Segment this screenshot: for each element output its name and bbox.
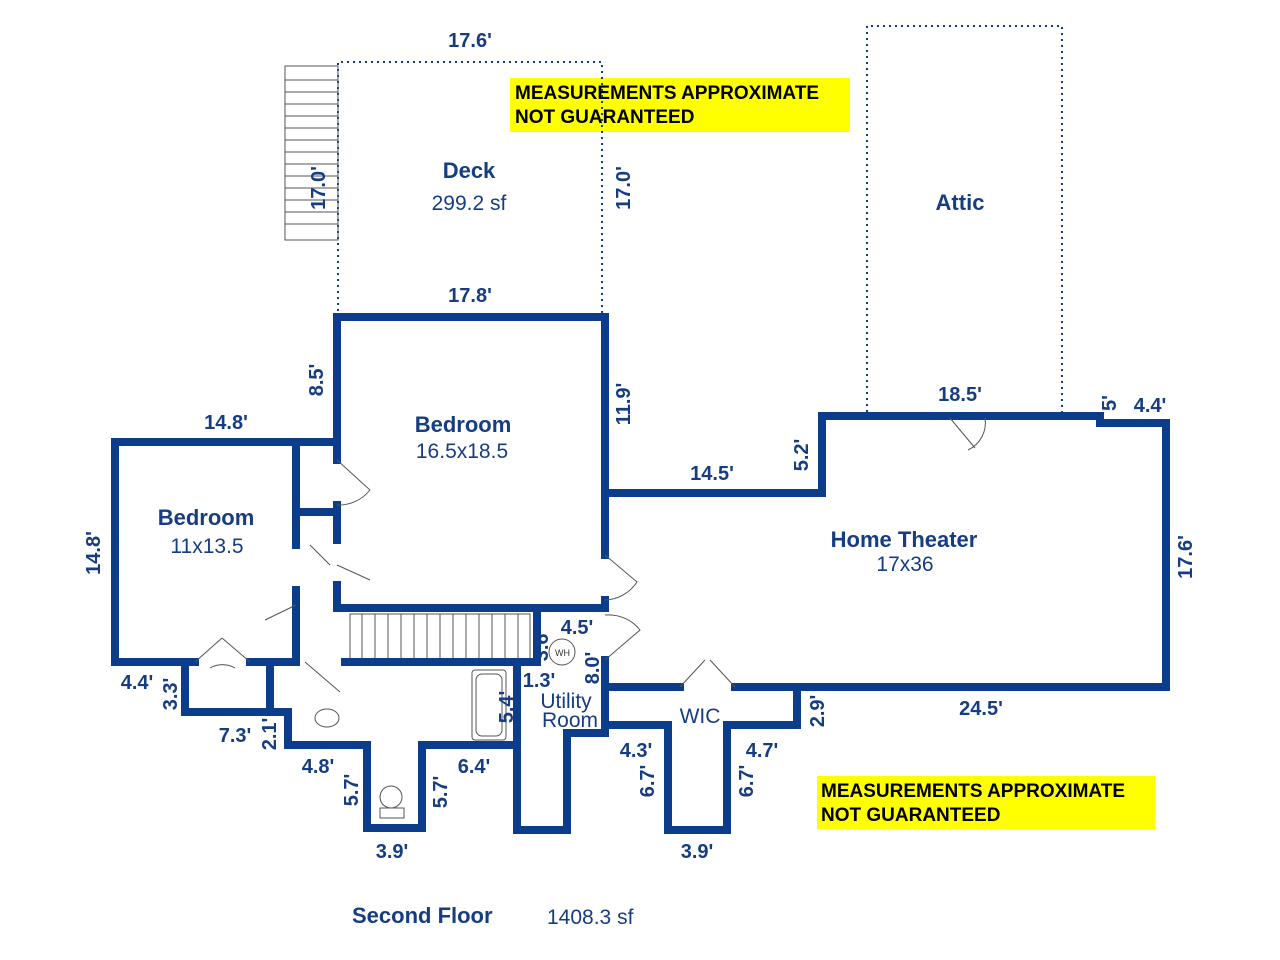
room-home-theater-size: 17x36 [876,553,933,576]
svg-text:14.5': 14.5' [690,463,734,485]
svg-text:6.7': 6.7' [637,765,659,798]
attic-outline [866,25,1063,412]
notice-bottom: MEASUREMENTS APPROXIMATE NOT GUARANTEED [817,776,1155,829]
svg-text:7.3': 7.3' [219,725,252,747]
svg-text:MEASUREMENTS APPROXIMATE: MEASUREMENTS APPROXIMATE [821,781,1125,802]
svg-text:5': 5' [1099,395,1121,411]
svg-text:WH: WH [555,648,570,658]
room-utility: Utility [540,690,592,713]
svg-text:3.9': 3.9' [681,841,714,863]
room-attic: Attic [936,190,985,215]
svg-text:4.5': 4.5' [561,617,594,639]
interior-stairs [349,613,531,661]
walls [111,313,1170,834]
room-bedroom-left: Bedroom [158,505,255,530]
bathtub-icon [471,669,507,741]
svg-text:4.4': 4.4' [1134,395,1167,417]
svg-text:5.7': 5.7' [430,776,452,809]
floor-name: Second Floor [352,903,493,928]
sink-icon [314,708,340,728]
svg-text:3.9': 3.9' [376,841,409,863]
room-bedroom-main-size: 16.5x18.5 [416,440,508,463]
fixtures: WH [194,417,986,819]
room-bedroom-left-size: 11x13.5 [170,535,243,558]
room-deck-size: 299.2 sf [432,192,507,215]
svg-text:3.3': 3.3' [160,678,182,711]
svg-text:4.7': 4.7' [746,740,779,762]
svg-text:17.6': 17.6' [1175,535,1197,579]
svg-text:14.8': 14.8' [204,412,248,434]
svg-text:NOT GUARANTEED: NOT GUARANTEED [515,107,694,128]
svg-text:8.0': 8.0' [582,652,604,685]
dimensions: 17.6' 17.8' 14.8' 14.5' 18.5' 4.4' 24.5'… [83,30,1197,863]
svg-text:1.3': 1.3' [523,670,556,692]
svg-text:5.4': 5.4' [496,691,518,724]
svg-text:6.4': 6.4' [458,756,491,778]
svg-text:18.5': 18.5' [938,384,982,406]
notice-top: MEASUREMENTS APPROXIMATE NOT GUARANTEED [510,78,850,132]
svg-text:MEASUREMENTS APPROXIMATE: MEASUREMENTS APPROXIMATE [515,83,819,104]
svg-text:17.0': 17.0' [308,166,330,210]
room-deck: Deck [443,158,496,183]
svg-text:17.0': 17.0' [613,166,635,210]
svg-text:2.1': 2.1' [259,718,281,751]
svg-text:NOT GUARANTEED: NOT GUARANTEED [821,805,1000,826]
water-heater-icon [548,638,576,666]
floor-area: 1408.3 sf [547,906,634,929]
svg-text:11.9': 11.9' [613,383,635,426]
svg-text:5.7': 5.7' [341,774,363,807]
room-bedroom-main: Bedroom [415,412,512,437]
svg-text:17.8': 17.8' [448,285,492,307]
svg-text:4.8': 4.8' [302,756,335,778]
room-wic: WIC [680,705,721,728]
svg-text:8.5': 8.5' [306,364,328,397]
room-home-theater: Home Theater [831,527,978,552]
svg-text:14.8': 14.8' [83,531,105,575]
svg-text:3.6': 3.6' [531,629,553,662]
svg-text:4.3': 4.3' [620,740,653,762]
svg-text:4.4': 4.4' [121,672,154,694]
svg-text:24.5': 24.5' [959,698,1003,720]
svg-text:17.6': 17.6' [448,30,492,52]
svg-text:5.2': 5.2' [791,439,813,472]
deck-stairs [284,65,339,241]
svg-text:2.9': 2.9' [807,695,829,728]
toilet-icon [379,785,403,809]
room-utility-line2: Room [542,709,598,732]
svg-text:6.7': 6.7' [736,765,758,798]
